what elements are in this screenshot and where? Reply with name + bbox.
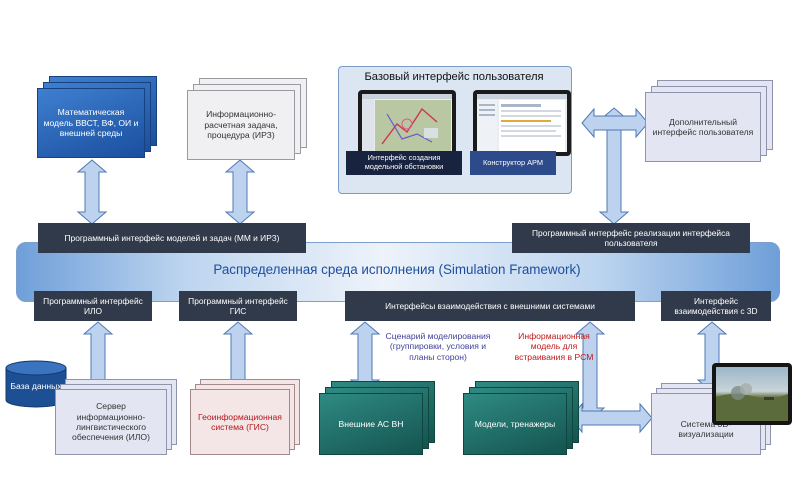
monitor-screenshot-icon [473, 90, 571, 156]
api-ilo-bar: Программный интерфейс ИЛО [34, 291, 152, 321]
math-model-label: Математическая модель ВВСТ, ВФ, ОИ и вне… [43, 107, 139, 139]
viz3d-label: Система 3D-визуализации [678, 418, 734, 439]
arm-constructor-caption: Конструктор АРМ [470, 151, 556, 175]
gis-system-stack: Геоинформационная система (ГИС) [190, 379, 300, 455]
ui-scenario-caption: Интерфейс создания модельной обстановки [346, 151, 462, 175]
external-systems-bar: Интерфейсы взаимодействия с внешними сис… [345, 291, 635, 321]
additional-ui-stack: Дополнительный интерфейс пользователя [645, 80, 773, 162]
info-model-note: Информационная модель для встраивания в … [514, 331, 594, 362]
map-screenshot-icon [362, 94, 452, 152]
irz-stack: Информационно-расчетная задача, процедур… [187, 78, 307, 160]
monitor-screenshot-icon [358, 90, 456, 156]
database-cylinder-icon [5, 360, 67, 408]
external-as-stack: Внешние АС ВН [319, 381, 435, 455]
simulation-framework-title: Распределенная среда исполнения (Simulat… [213, 262, 581, 277]
api-ui-bar: Программный интерфейс реализации интерфе… [512, 223, 750, 253]
additional-ui-label: Дополнительный интерфейс пользователя [652, 116, 754, 137]
irz-label: Информационно-расчетная задача, процедур… [204, 109, 278, 141]
arm-screenshot-icon [477, 94, 567, 152]
3d-terrain-screen-icon [712, 363, 792, 425]
arrow-irz [224, 159, 256, 225]
arrow-trainers-3d [569, 402, 653, 434]
database-label: База данных [10, 381, 62, 391]
math-model-stack: Математическая модель ВВСТ, ВФ, ОИ и вне… [37, 76, 157, 158]
3d-interface-bar: Интерфейс взаимодействия с 3D [661, 291, 771, 321]
base-ui-title: Базовый интерфейс пользователя [364, 71, 544, 83]
external-as-label: Внешние АС ВН [338, 418, 404, 429]
arrow-math-model [76, 159, 108, 225]
ilo-server-stack: Сервер информационно-лингвистического об… [55, 379, 177, 455]
gis-system-label: Геоинформационная система (ГИС) [198, 411, 282, 432]
scenario-note: Сценарий моделирования (группировки, усл… [385, 331, 491, 362]
ilo-server-label: Сервер информационно-лингвистического об… [72, 401, 150, 443]
trainers-label: Модели, тренажеры [474, 418, 556, 429]
api-gis-bar: Программный интерфейс ГИС [179, 291, 297, 321]
trainers-stack: Модели, тренажеры [463, 381, 579, 455]
api-models-bar: Программный интерфейс моделей и задач (М… [38, 223, 306, 253]
